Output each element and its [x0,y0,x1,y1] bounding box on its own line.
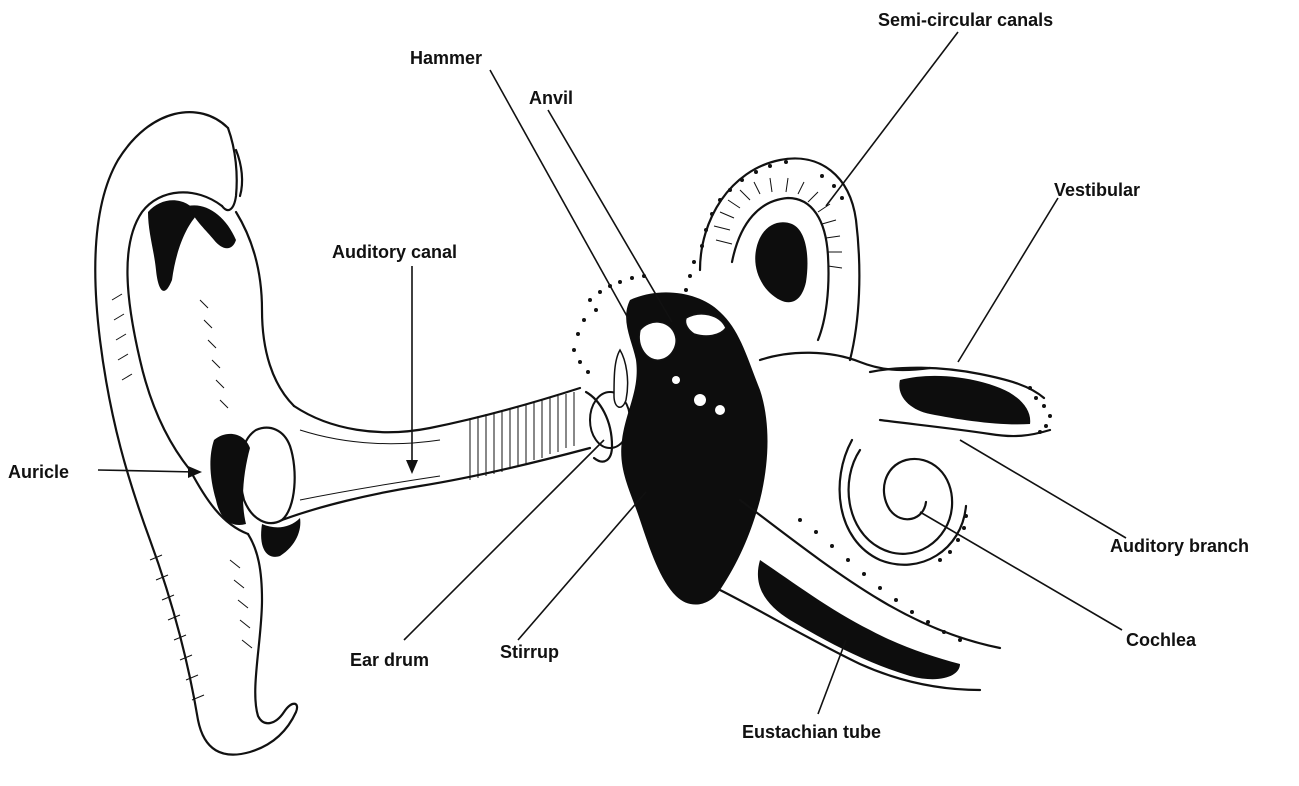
leader-cochlea [920,512,1122,630]
auricle-illustration [95,112,300,755]
leader-semicircular-canals [826,32,958,206]
label-hammer: Hammer [410,48,482,68]
label-auditory-canal: Auditory canal [332,242,457,262]
arrowhead-auditory-canal [406,460,418,474]
label-stirrup: Stirrup [500,642,559,662]
label-cochlea: Cochlea [1126,630,1197,650]
leader-stirrup [518,492,646,640]
label-auditory-branch: Auditory branch [1110,536,1249,556]
label-ear-drum: Ear drum [350,650,429,670]
label-semicircular-canals: Semi-circular canals [878,10,1053,30]
leader-vestibular [958,198,1058,362]
label-auricle: Auricle [8,462,69,482]
label-vestibular: Vestibular [1054,180,1140,200]
arrowhead-auricle [188,466,202,478]
leader-auricle [98,470,196,472]
middle-ear-illustration [572,274,768,605]
leader-auditory-branch [960,440,1126,538]
leader-anvil [548,110,672,322]
labels: Semi-circular canals Hammer Anvil Vestib… [8,10,1249,742]
label-anvil: Anvil [529,88,573,108]
label-eustachian-tube: Eustachian tube [742,722,881,742]
